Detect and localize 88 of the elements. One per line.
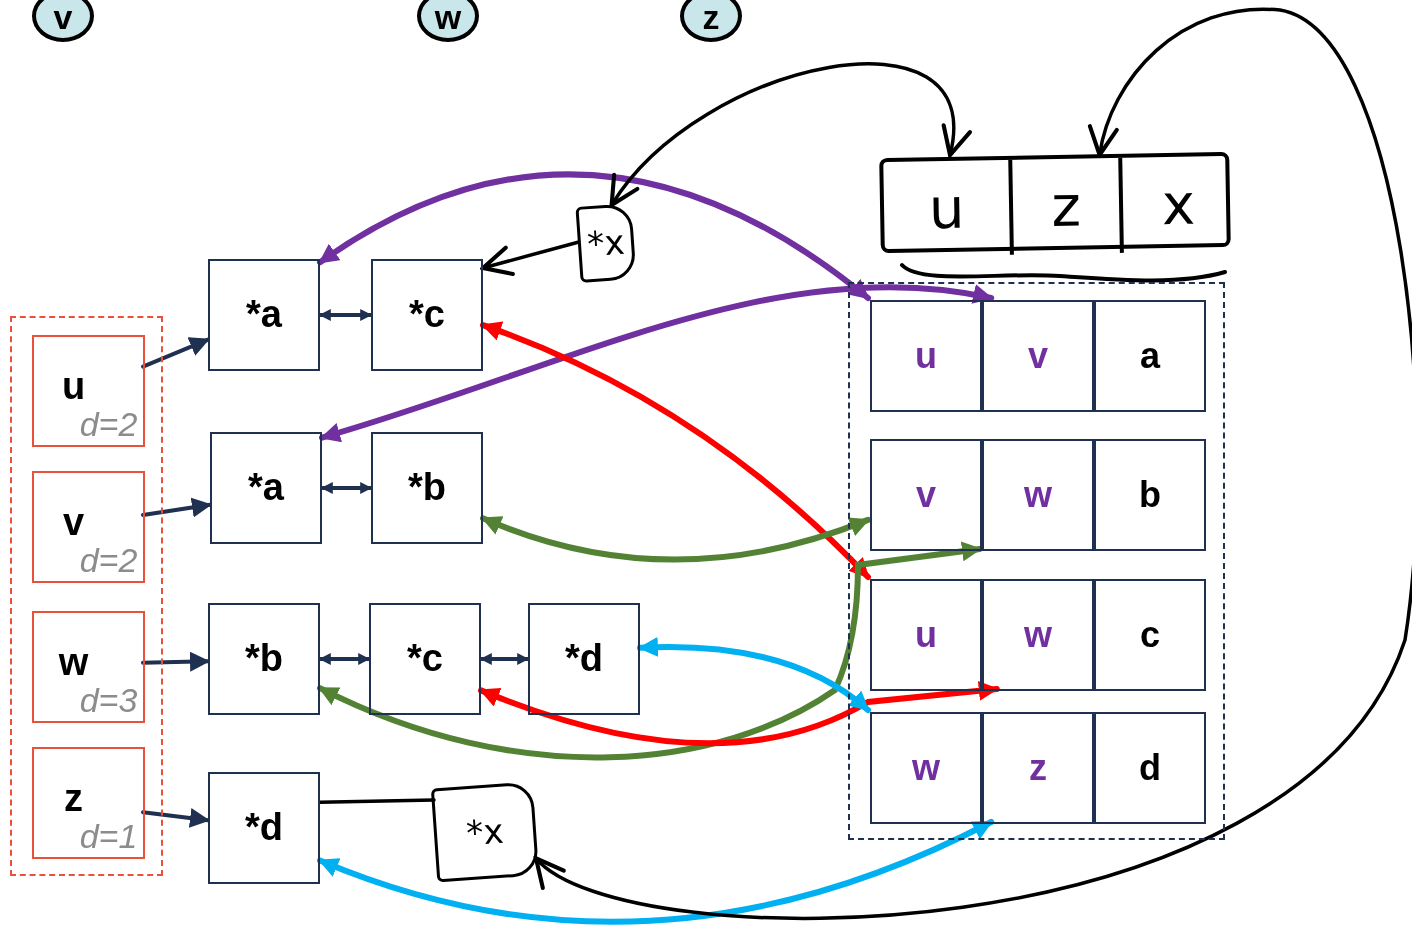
distance-label: d=3 — [79, 683, 138, 717]
distance-label: d=1 — [79, 819, 138, 853]
distance-label: d=2 — [79, 407, 138, 441]
double-arrow — [637, 637, 871, 713]
pointer-label: *d — [565, 639, 603, 679]
connector-line — [318, 798, 436, 804]
handwritten-list-box — [879, 151, 1231, 254]
endpoint-label: w — [1024, 616, 1052, 654]
endpoint-label: w — [912, 749, 940, 787]
endpoint-label: u — [915, 337, 937, 375]
pointer-label: *b — [408, 468, 446, 508]
vertex-circle — [417, 0, 479, 42]
pointer-label: *c — [407, 639, 443, 679]
distance-label: d=2 — [79, 543, 138, 577]
arrow — [141, 497, 212, 518]
double-arrow — [320, 482, 373, 494]
vertex-name: v — [62, 503, 85, 543]
vertex-name: z — [64, 779, 83, 819]
vertex-box — [32, 747, 145, 859]
pointer-box — [208, 259, 320, 371]
pointer-box — [208, 603, 320, 715]
arrow — [141, 808, 210, 828]
double-arrow — [609, 62, 969, 208]
handwritten-label: u — [928, 175, 965, 242]
vertex-label: w — [434, 0, 462, 36]
pointer-box — [371, 259, 483, 371]
edge-name: c — [1140, 616, 1160, 654]
pointer-box — [210, 432, 322, 544]
table-cell — [982, 300, 1094, 412]
table-cell — [870, 439, 982, 551]
double-arrow — [533, 7, 1412, 920]
edge-name: d — [1139, 749, 1161, 787]
arrow — [480, 240, 580, 276]
double-arrow — [317, 819, 995, 925]
arrow — [141, 337, 210, 369]
table-cell — [870, 300, 982, 412]
endpoint-label: v — [916, 476, 936, 514]
double-arrow — [317, 172, 871, 301]
endpoint-label: w — [1024, 476, 1052, 514]
table-cell — [982, 579, 1094, 691]
table-cell — [1094, 439, 1206, 551]
edge-name: b — [1139, 476, 1161, 514]
table-cell — [982, 712, 1094, 824]
handwritten-label: *x — [586, 221, 626, 265]
pointer-label: *b — [245, 639, 283, 679]
edge-name: a — [1140, 337, 1160, 375]
vertex-name: u — [61, 367, 86, 407]
vertex-box — [32, 471, 145, 583]
double-arrow — [478, 680, 1000, 747]
endpoint-label: u — [915, 616, 937, 654]
double-arrow — [319, 284, 995, 442]
vertex-circle — [680, 0, 742, 42]
handwritten-label: *x — [465, 810, 505, 854]
table-cell — [1094, 712, 1206, 824]
double-arrow — [317, 541, 983, 761]
double-arrow — [480, 321, 871, 580]
double-arrow — [318, 653, 371, 665]
arrow — [141, 651, 210, 672]
endpoint-label: v — [1028, 337, 1048, 375]
table-cell — [870, 712, 982, 824]
vertex-box — [32, 335, 145, 447]
double-arrow — [480, 515, 871, 563]
pointer-label: *a — [248, 468, 284, 508]
handwritten-label: x — [1161, 171, 1196, 238]
pointer-label: *d — [245, 808, 283, 848]
vertex-name: w — [58, 643, 89, 683]
pointer-box — [528, 603, 640, 715]
double-arrow — [479, 653, 530, 665]
pointer-label: *a — [246, 295, 282, 335]
table-cell — [870, 579, 982, 691]
pointer-box — [208, 772, 320, 884]
handwritten-label: z — [1050, 173, 1082, 240]
endpoint-label: z — [1029, 749, 1047, 787]
vertex-box — [32, 611, 145, 723]
vertex-label: z — [702, 0, 720, 36]
double-arrow — [318, 309, 373, 321]
table-cell — [1094, 579, 1206, 691]
pointer-box — [371, 432, 483, 544]
table-cell — [1094, 300, 1206, 412]
handwritten-box — [430, 781, 540, 883]
vertex-label: v — [53, 0, 73, 36]
pointer-box — [369, 603, 481, 715]
vertex-circle — [32, 0, 94, 42]
dashed-table-box — [848, 282, 1225, 840]
dashed-group-box — [10, 316, 163, 876]
pointer-label: *c — [409, 295, 445, 335]
handwritten-box — [575, 203, 637, 283]
table-cell — [982, 439, 1094, 551]
